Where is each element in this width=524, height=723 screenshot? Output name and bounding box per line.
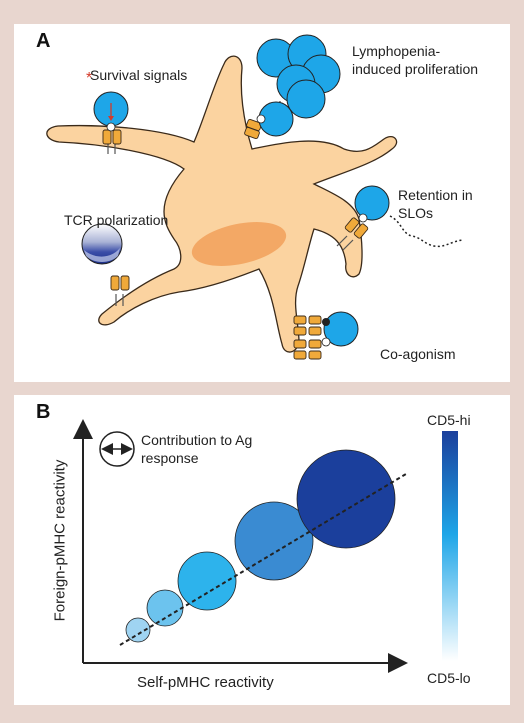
colorbar-top-label: CD5-hi	[427, 412, 471, 428]
polarized-tcell-group	[81, 223, 130, 306]
survival-tcell-group	[93, 91, 129, 154]
bubble-5	[296, 449, 396, 549]
asterisk-mark: *	[86, 70, 93, 87]
label-retention-line2: SLOs	[398, 205, 434, 221]
label-retention-line1: Retention in	[398, 187, 473, 203]
survival-receptor-left	[102, 129, 112, 145]
coagonism-tcell	[323, 311, 359, 347]
proliferation-cluster	[244, 34, 341, 140]
dendritic-cell	[46, 55, 398, 353]
panel-letter-b: B	[36, 401, 51, 423]
retention-tcell	[354, 185, 390, 221]
migration-trail	[389, 215, 463, 248]
panel-a-illustration	[46, 34, 463, 360]
proliferating-tcell	[286, 79, 326, 119]
label-lymphopenia-line1: Lymphopenia-	[352, 43, 441, 59]
legend-label-line2: response	[141, 450, 199, 466]
panel-b-plot	[73, 419, 458, 673]
survival-receptor-right	[112, 129, 122, 145]
bubble-4	[234, 501, 314, 581]
label-survival-signals: Survival signals	[90, 67, 188, 83]
panel-b: B	[14, 395, 510, 705]
y-axis-label: Foreign-pMHC reactivity	[51, 459, 69, 622]
label-lymphopenia-line2: induced proliferation	[352, 61, 479, 77]
bubble-3	[177, 551, 237, 611]
panel-letter-a: A	[36, 30, 51, 52]
cd5-colorbar	[442, 431, 458, 661]
x-axis-label: Self-pMHC reactivity	[137, 674, 274, 691]
label-tcr-polarization: TCR polarization	[64, 212, 169, 228]
polarized-tcell	[81, 223, 123, 265]
nucleus	[191, 222, 287, 266]
retention-tcell-group	[336, 185, 463, 251]
bubble-1	[125, 617, 151, 643]
panel-a: A	[14, 24, 510, 382]
label-coagonism: Co-agonism	[380, 346, 456, 362]
bubble-2	[146, 589, 184, 627]
coagonism-tcell-group	[293, 311, 359, 360]
colorbar-bottom-label: CD5-lo	[427, 670, 471, 686]
legend-label-line1: Contribution to Ag	[141, 432, 253, 448]
